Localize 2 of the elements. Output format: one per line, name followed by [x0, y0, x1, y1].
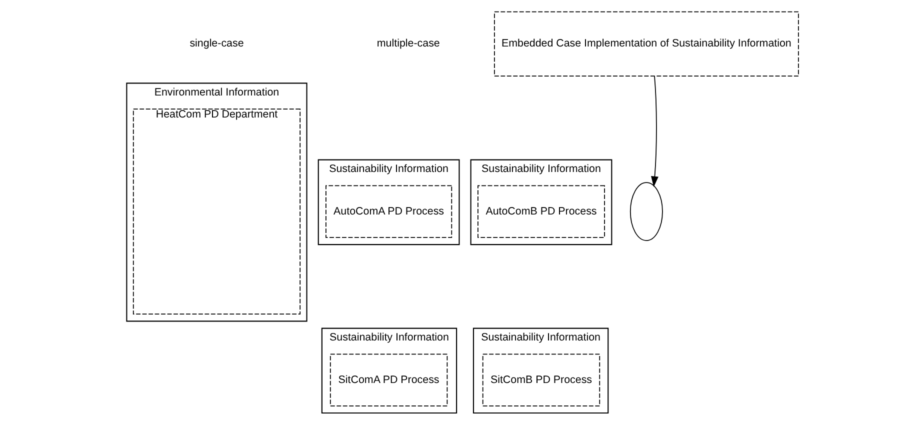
label: multiple-case — [376, 38, 440, 50]
label: single-case — [189, 38, 244, 50]
